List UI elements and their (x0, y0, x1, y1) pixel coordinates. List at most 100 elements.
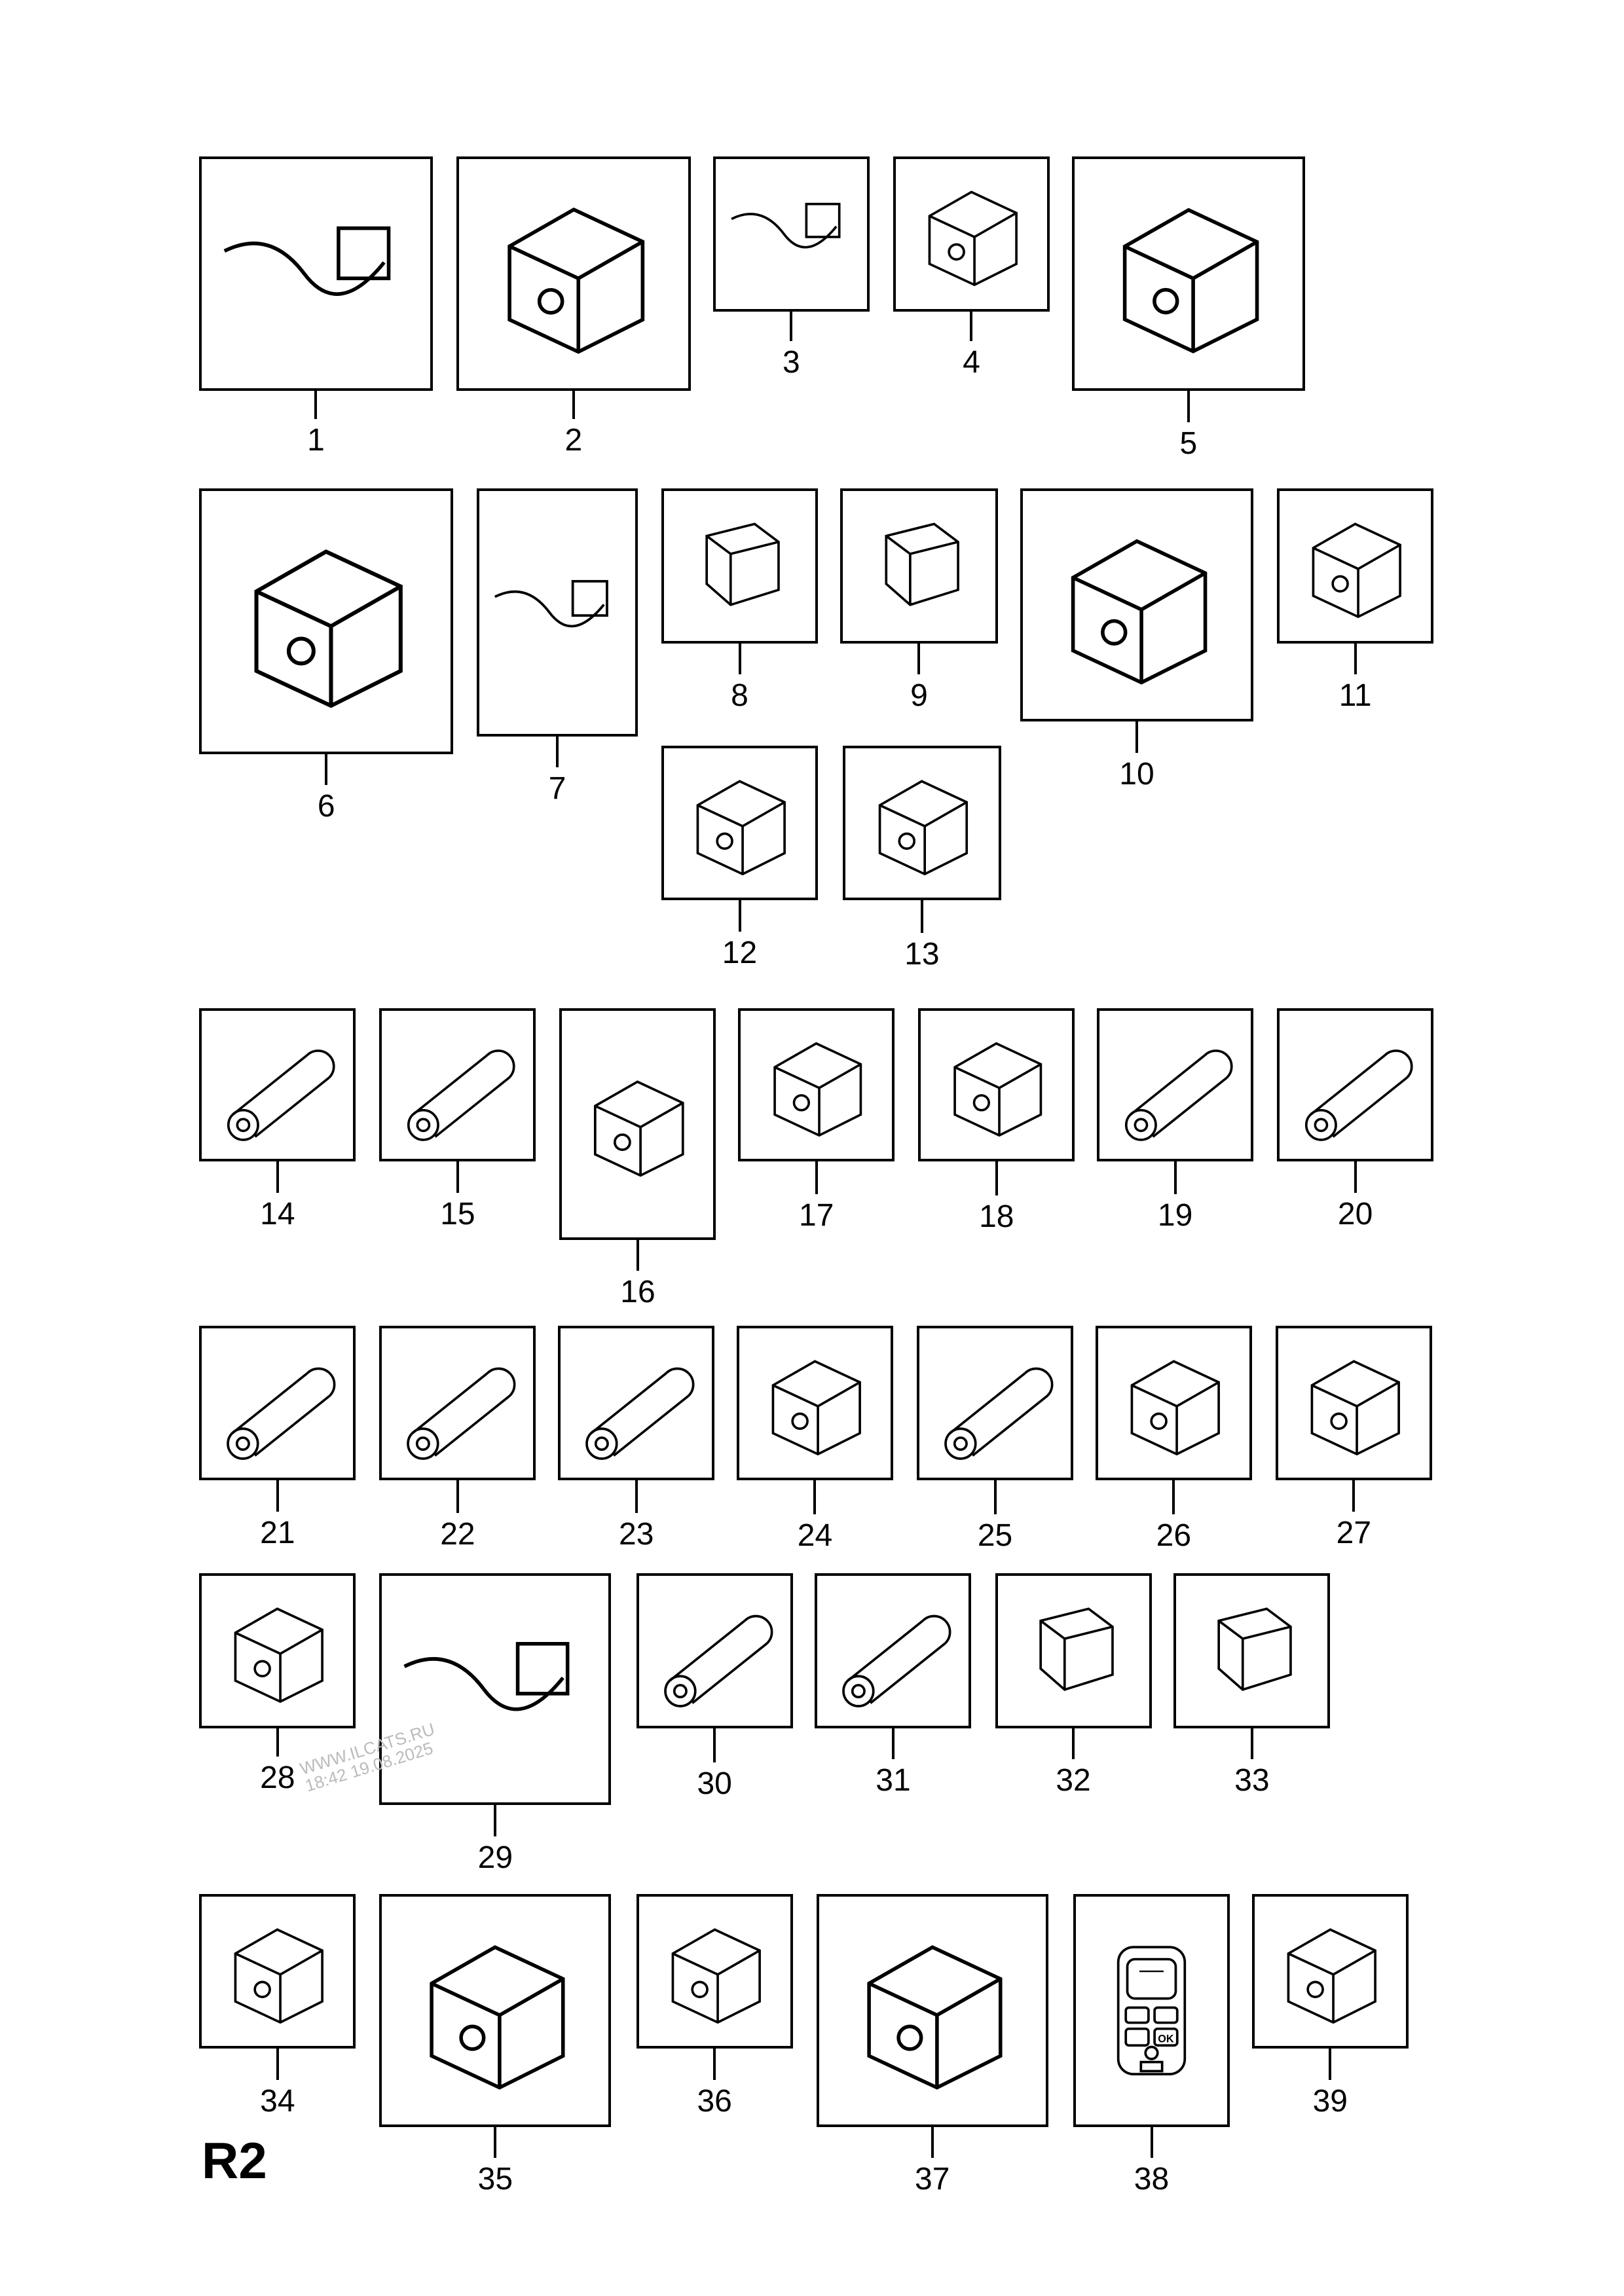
part-box-bracket[interactable] (1277, 488, 1434, 644)
part-number-label[interactable]: 17 (799, 1197, 834, 1233)
part-number-label[interactable]: 26 (1156, 1518, 1192, 1554)
part-box-spring-clamp[interactable] (736, 1325, 893, 1481)
part-box-bracket-angled[interactable] (918, 1008, 1075, 1162)
leader-line (572, 391, 575, 420)
part-number-label[interactable]: 8 (731, 678, 748, 714)
part-number-label[interactable]: 38 (1134, 2162, 1170, 2197)
part-box-mounting-plate[interactable] (379, 1893, 612, 2127)
leader-line (920, 900, 923, 933)
part-number-label[interactable]: 16 (620, 1275, 655, 1310)
part-box-relay[interactable] (840, 488, 999, 644)
wire-illustration (731, 202, 841, 249)
part-number-label[interactable]: 23 (618, 1516, 654, 1552)
leader-line (1150, 2126, 1153, 2159)
part-box-u-hose[interactable] (636, 1573, 793, 1729)
part-box-remote-control[interactable]: OK (1073, 1893, 1230, 2127)
part-box-hose-clamp[interactable] (738, 1008, 895, 1162)
part-number-label[interactable]: 4 (963, 344, 980, 380)
fuse-holder-illustration (867, 1944, 1003, 2090)
part-number-label[interactable]: 39 (1312, 2083, 1348, 2119)
part-box-hose[interactable] (1277, 1008, 1434, 1162)
part-box-control-unit[interactable] (456, 156, 692, 392)
remote-control-illustration: OK (1116, 1945, 1187, 2075)
part-box-fuel-line-with-fittings[interactable] (477, 488, 638, 737)
part-box-bracket-with-nuts[interactable] (199, 1573, 356, 1729)
part-box-flexible-pipe[interactable] (917, 1325, 1073, 1481)
part-box-connector-plug[interactable] (893, 156, 1050, 312)
part-number-label[interactable]: 13 (904, 936, 940, 972)
leader-line (494, 2126, 497, 2159)
part-box-cable-holder[interactable] (199, 1893, 356, 2049)
part-number-label[interactable]: 20 (1337, 1196, 1373, 1231)
part-number-label[interactable]: 34 (260, 2083, 295, 2119)
part-number-label[interactable]: 25 (977, 1518, 1013, 1554)
part-number-label[interactable]: 10 (1119, 756, 1154, 792)
leader-line (738, 900, 741, 932)
part-number-label[interactable]: 14 (260, 1196, 295, 1231)
leader-line (917, 643, 921, 675)
leader-line (738, 643, 741, 675)
cable-holder-illustration (234, 1927, 324, 2024)
part-box-grommet-cup[interactable] (843, 745, 1001, 901)
part-number-label[interactable]: 37 (915, 2162, 950, 2197)
part-number-label[interactable]: 32 (1056, 1763, 1091, 1798)
part-number-label[interactable]: 28 (260, 1760, 295, 1795)
hose-illustration (227, 1367, 336, 1460)
part-number-label[interactable]: 33 (1234, 1763, 1270, 1798)
part-box-relay[interactable] (661, 488, 818, 644)
part-number-label[interactable]: 19 (1157, 1197, 1193, 1233)
part-box-bracket-small[interactable] (661, 745, 818, 901)
part-box-heater-unit[interactable] (1071, 156, 1305, 392)
part-number-label[interactable]: 11 (1338, 678, 1372, 714)
part-box-temperature-sensor-with-wire[interactable] (199, 156, 433, 392)
part-number-label[interactable]: 21 (260, 1515, 295, 1550)
bracket-angled-illustration (953, 1042, 1043, 1137)
part-number-label[interactable]: 29 (477, 1840, 513, 1875)
part-number-label[interactable]: 24 (797, 1518, 833, 1554)
part-box-temperature-sensor[interactable] (995, 1573, 1152, 1729)
leader-line (993, 1480, 997, 1515)
leader-line (815, 1161, 818, 1194)
adapter-fitting-illustration (1217, 1607, 1293, 1692)
part-number-label[interactable]: 1 (307, 423, 325, 458)
part-box-bent-pipe[interactable] (1097, 1008, 1254, 1162)
leader-line (1354, 643, 1357, 675)
bracket-with-nuts-illustration (234, 1607, 324, 1704)
leader-line (1354, 1161, 1357, 1193)
part-number-label[interactable]: 36 (697, 2083, 732, 2119)
part-box-hose-sleeve[interactable] (815, 1573, 972, 1729)
part-box-hose[interactable] (199, 1325, 356, 1481)
part-box-pump-bracket[interactable] (1275, 1325, 1432, 1481)
part-box-connector-sleeve[interactable] (1251, 1893, 1409, 2049)
part-box-hose[interactable] (558, 1325, 715, 1481)
relay-illustration (885, 522, 959, 607)
part-number-label[interactable]: 35 (477, 2162, 513, 2197)
part-number-label[interactable]: 7 (548, 771, 566, 807)
part-number-label[interactable]: 31 (876, 1763, 911, 1798)
part-number-label[interactable]: 22 (440, 1516, 475, 1552)
part-box-double-clip[interactable] (636, 1893, 793, 2049)
part-box-coolant-hose-set[interactable] (379, 1573, 612, 1806)
part-number-label[interactable]: 2 (564, 423, 583, 458)
part-number-label[interactable]: 5 (1179, 426, 1198, 461)
part-box-heat-shield-bracket[interactable] (1020, 488, 1254, 722)
part-box-fuel-pump[interactable] (1095, 1325, 1252, 1481)
part-number-label[interactable]: 18 (979, 1199, 1014, 1235)
part-box-wire[interactable] (712, 156, 870, 312)
part-box-corrugated-hose[interactable] (199, 1008, 356, 1162)
part-number-label[interactable]: 9 (910, 678, 928, 714)
part-number-label[interactable]: 30 (697, 1766, 732, 1801)
part-box-hose[interactable] (379, 1325, 536, 1481)
part-box-hose-cut[interactable] (379, 1008, 536, 1162)
leader-line (325, 754, 328, 786)
part-box-clip-holder[interactable] (559, 1008, 716, 1240)
part-number-label[interactable]: 27 (1336, 1515, 1372, 1550)
part-box-fuse-holder[interactable] (816, 1893, 1048, 2127)
part-number-label[interactable]: 6 (317, 789, 335, 824)
part-number-label[interactable]: 15 (440, 1196, 475, 1231)
part-box-adapter-fitting[interactable] (1173, 1573, 1331, 1729)
part-number-label[interactable]: 12 (722, 935, 758, 970)
hose-clamp-illustration (773, 1042, 862, 1137)
part-number-label[interactable]: 3 (783, 344, 800, 380)
part-box-heater-unit-with-harness[interactable] (199, 488, 454, 755)
